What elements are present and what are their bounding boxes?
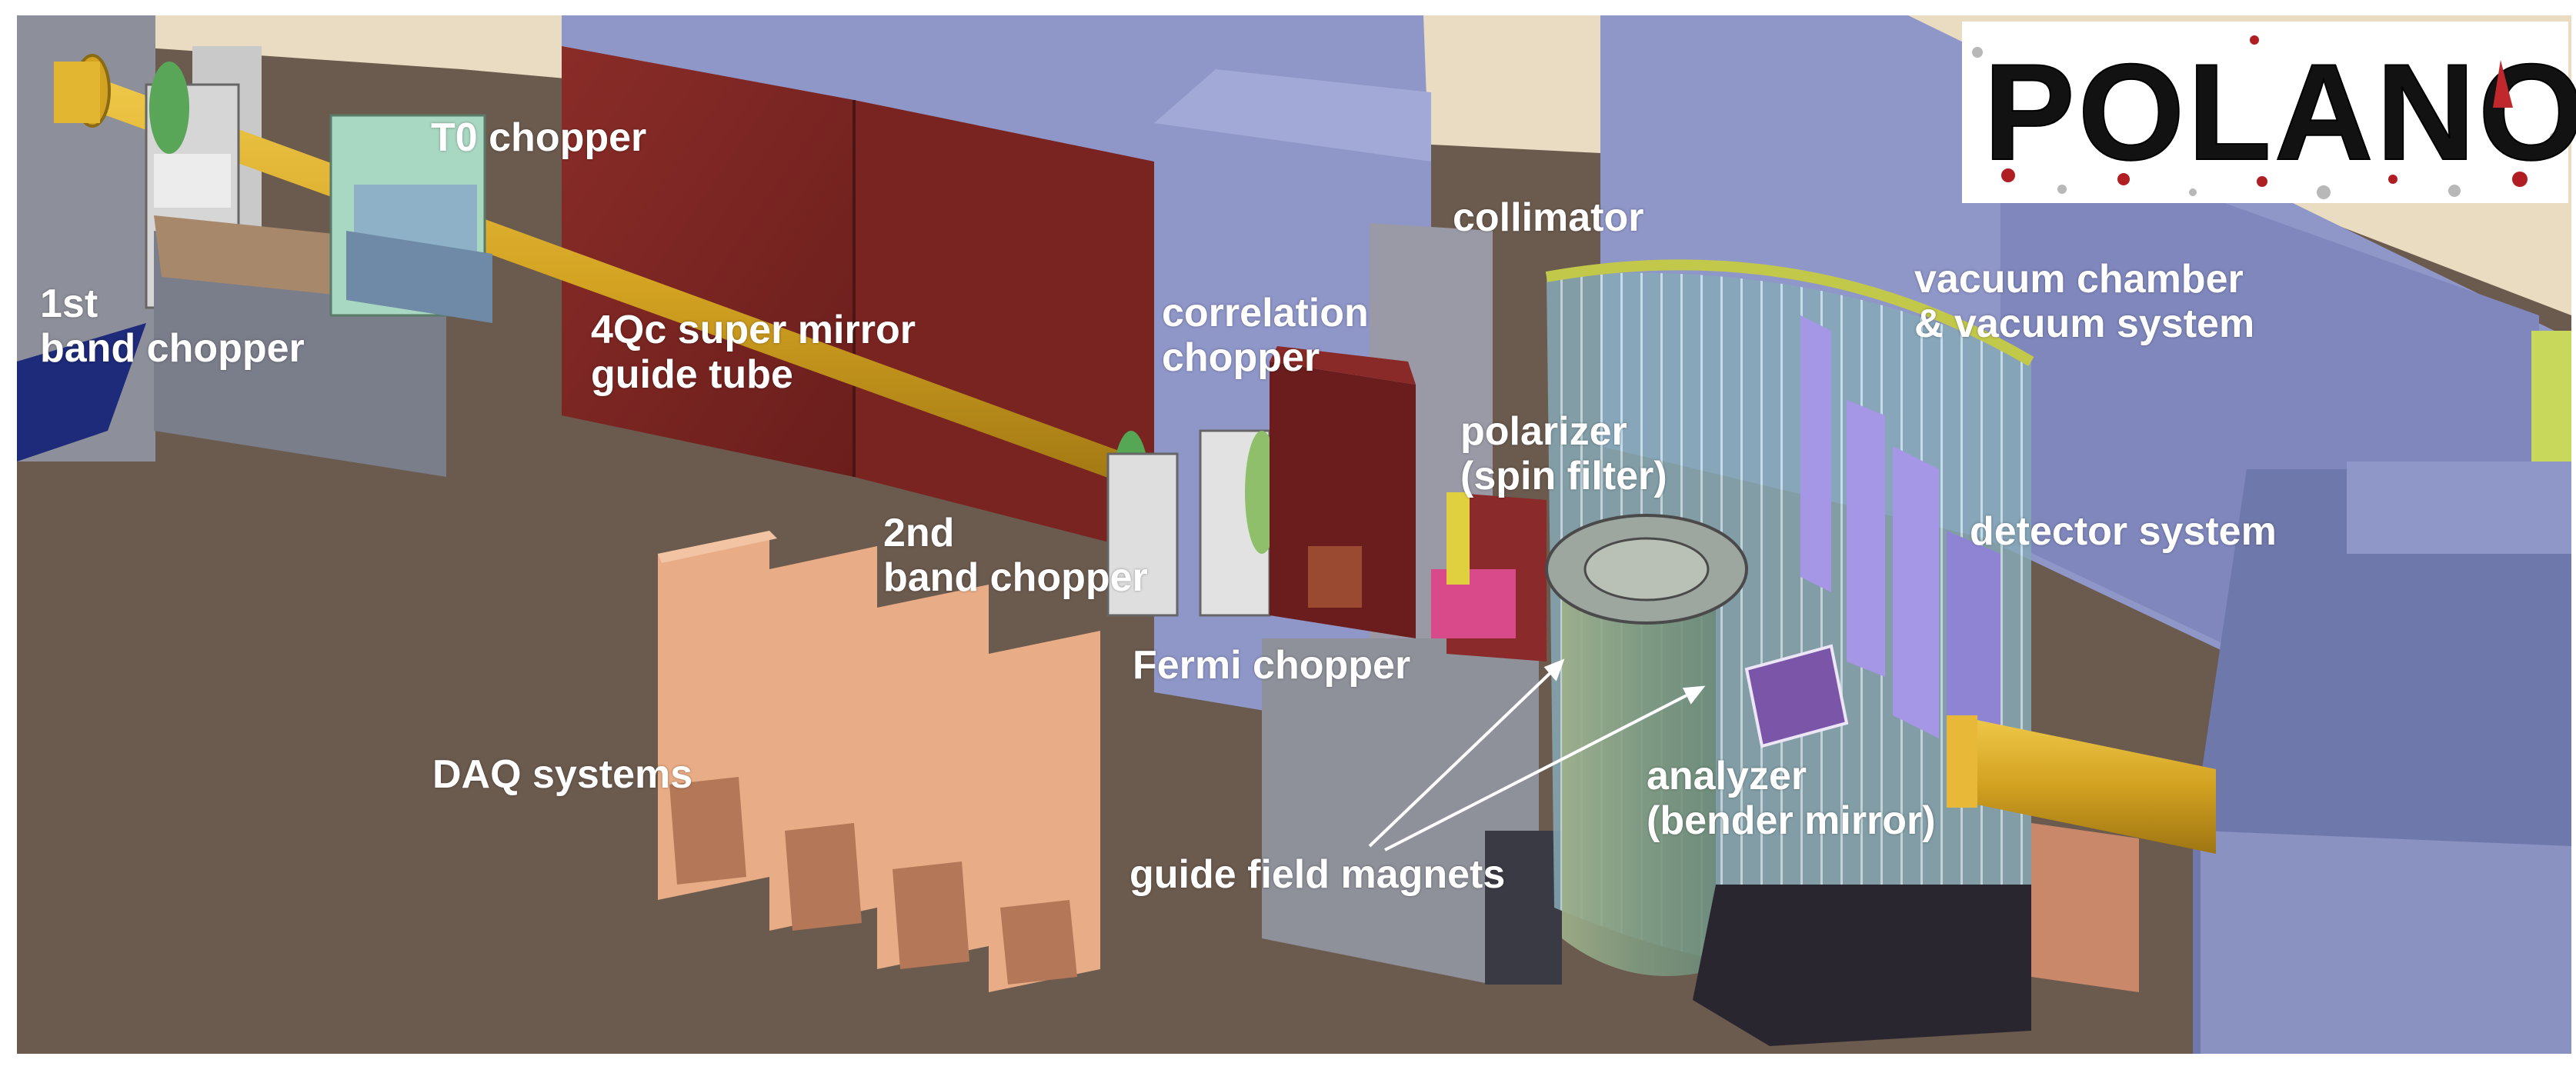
label-collimator: collimator [1453,195,1644,240]
central-dark-step [1485,831,1562,985]
guide-tube-start [54,62,100,123]
chamber-dark-base [1693,885,2031,1046]
right-blue-block-front [2201,831,2571,1054]
left-blue-shield [17,323,146,462]
label-analyzer: analyzer (bender mirror) [1647,754,1936,843]
guide-field-magnet-arrows [1368,658,1706,851]
label-fermi-chopper: Fermi chopper [1133,643,1411,688]
right-blue-block-top [2347,462,2571,554]
daq-cabinets [658,531,1100,992]
label-second-band-chopper: 2nd band chopper [883,511,1148,600]
label-guide-field-magnets: guide field magnets [1130,852,1506,897]
label-t0-chopper: T0 chopper [431,115,647,160]
label-detector-system: detector system [1970,509,2277,554]
exit-beam-pipe [1954,715,2216,854]
label-guide-tube: 4Qc super mirror guide tube [591,308,916,397]
detector-panel-3 [1893,446,1939,738]
central-grey-block [1262,638,1539,985]
exit-pipe-stand [2031,823,2139,992]
logo-compass-needle [2493,60,2513,108]
vacuum-chamber-front [1562,515,1716,976]
label-first-band-chopper: 1st band chopper [40,282,305,371]
vacuum-chamber-ring-top [1545,259,2034,367]
detector-panel-4 [1947,531,2000,769]
analyzer-bender-mirror [1744,644,1849,748]
lime-edge [2531,331,2571,492]
fermi-chopper-housing [1270,362,1416,638]
detector-panel-1 [1800,315,1831,592]
label-polarizer: polarizer (spin filter) [1460,409,1667,498]
red-shield-1 [562,46,854,477]
label-daq-systems: DAQ systems [432,752,693,797]
polano-logo: POLANO [1962,22,2576,203]
polarizer-magenta [1431,569,1516,638]
blue-pillar-1-side [1154,69,1431,162]
polano-logo-text: POLANO [1983,35,2576,189]
label-vacuum-chamber: vacuum chamber & vacuum system [1914,257,2255,346]
detector-panel-2 [1847,400,1885,677]
logo-dots [1972,35,2559,199]
second-band-chopper [1106,452,1179,617]
label-correlation-chopper: correlation chopper [1162,291,1369,380]
